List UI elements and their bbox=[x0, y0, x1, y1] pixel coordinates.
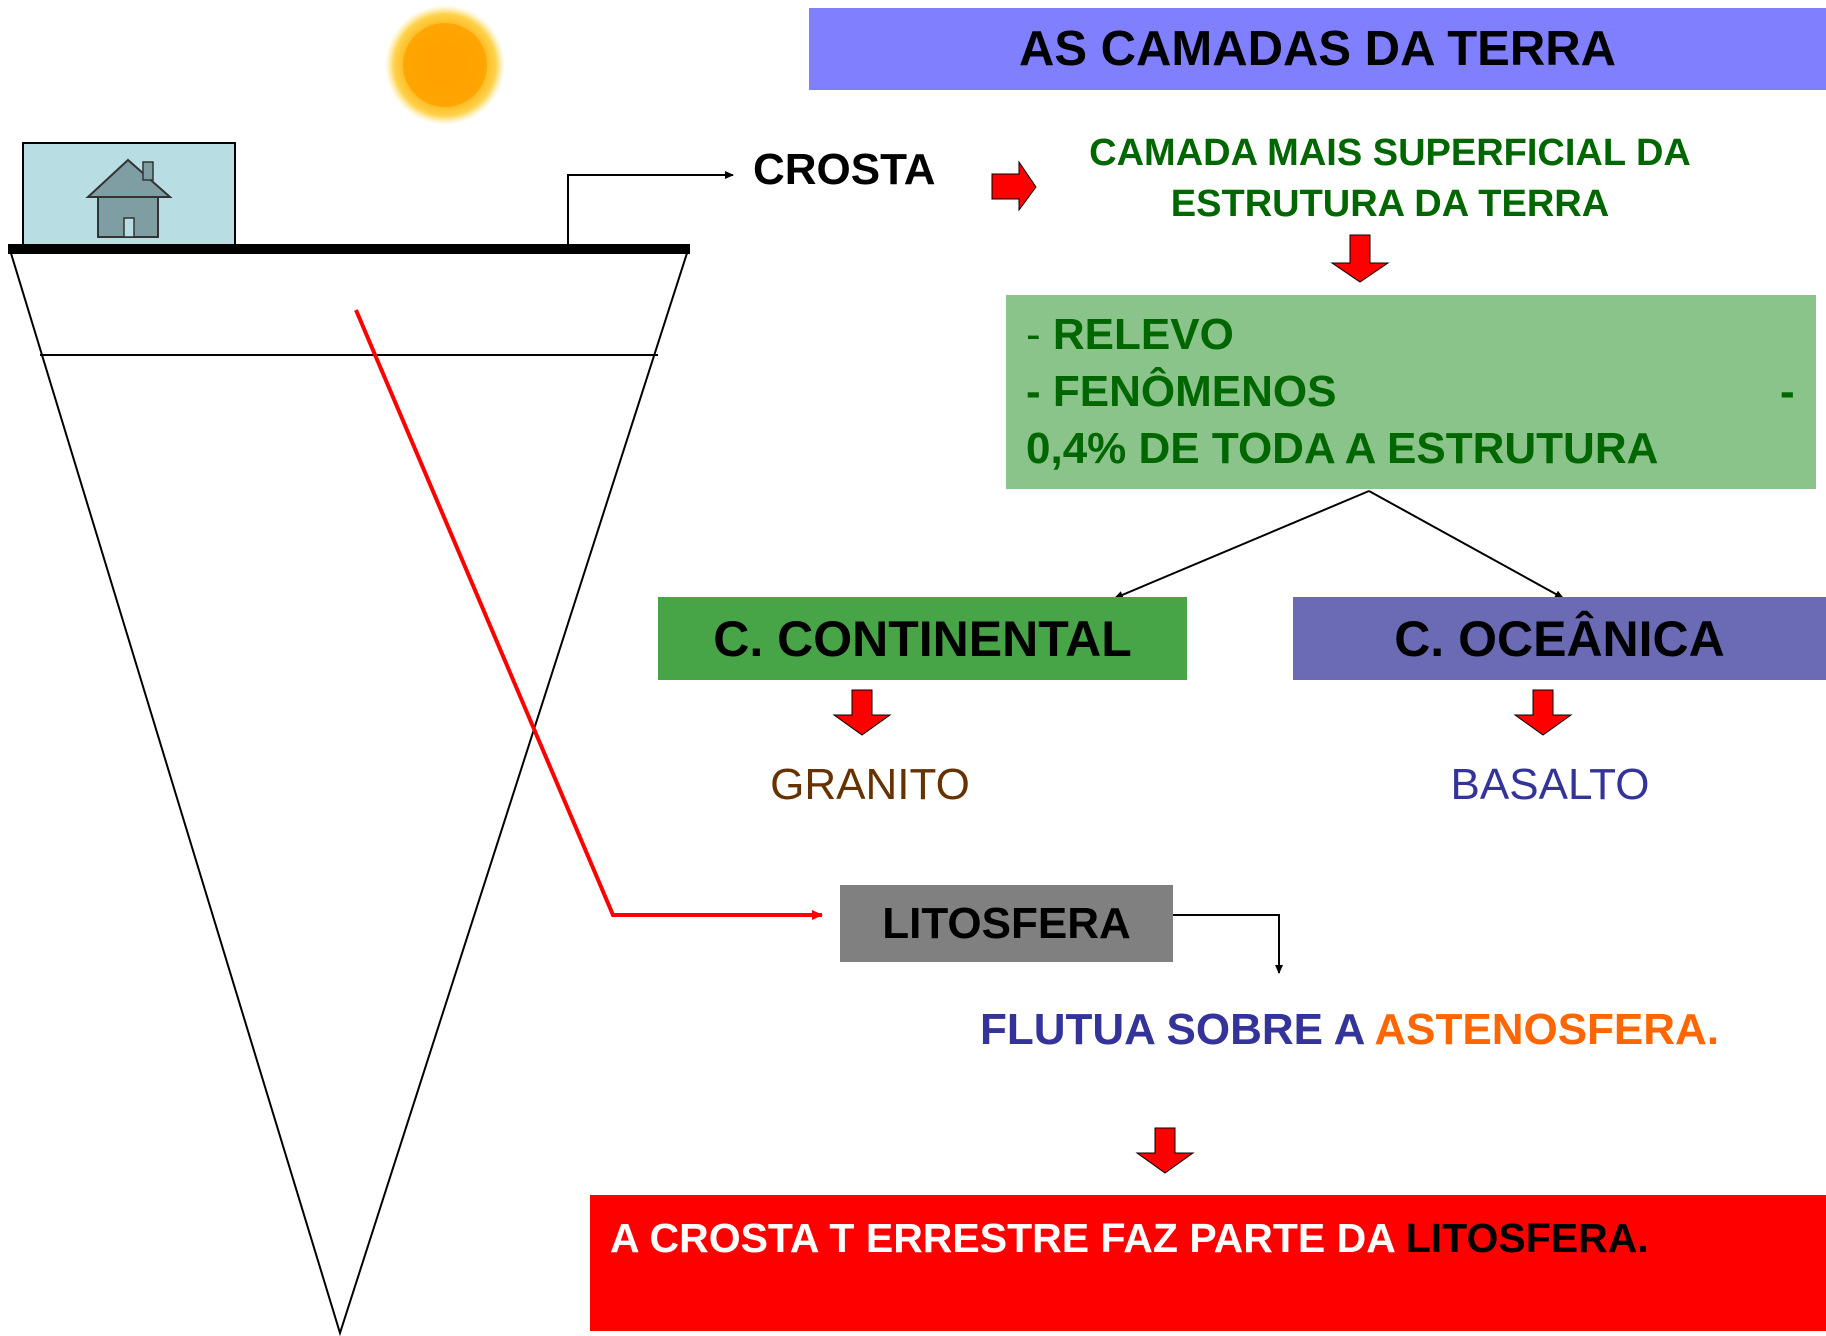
crosta-label: CROSTA bbox=[753, 145, 936, 194]
house-icon bbox=[22, 142, 236, 249]
feature-relevo-dash: - bbox=[1026, 310, 1041, 359]
crosta-description-line2: ESTRUTURA DA TERRA bbox=[1170, 183, 1610, 225]
flutua-text: FLUTUA SOBRE A ASTENOSFERA. bbox=[980, 1005, 1719, 1055]
oceanica-box: C. OCEÂNICA bbox=[1293, 597, 1826, 680]
conclusion-highlight: LITOSFERA. bbox=[1405, 1215, 1649, 1261]
red-block-arrow-icon bbox=[1513, 689, 1573, 736]
basalto-label: BASALTO bbox=[1450, 760, 1650, 809]
oceanica-label: C. OCEÂNICA bbox=[1394, 610, 1725, 667]
continental-label: C. CONTINENTAL bbox=[713, 610, 1132, 667]
conclusion-text: A CROSTA T ERRESTRE FAZ PARTE DA LITOSFE… bbox=[610, 1215, 1649, 1262]
flutua-prefix: FLUTUA SOBRE A bbox=[980, 1005, 1375, 1054]
litosfera-box: LITOSFERA bbox=[840, 885, 1173, 962]
red-block-arrow-icon bbox=[832, 689, 892, 736]
feature-relevo: - RELEVO bbox=[1026, 310, 1234, 360]
conclusion-prefix: A CROSTA T ERRESTRE FAZ PARTE DA bbox=[610, 1215, 1406, 1261]
astenosfera-highlight: ASTENOSFERA. bbox=[1374, 1005, 1720, 1054]
red-block-arrow-icon bbox=[1330, 234, 1390, 283]
title-banner: AS CAMADAS DA TERRA bbox=[809, 8, 1826, 90]
crosta-connector bbox=[567, 171, 734, 249]
red-block-arrow-icon bbox=[1135, 1127, 1195, 1174]
feature-fenomenos-dash: - bbox=[1780, 367, 1795, 416]
red-block-arrow-icon bbox=[991, 160, 1037, 212]
litosfera-label: LITOSFERA bbox=[882, 898, 1131, 948]
feature-fenomenos: - FENÔMENOS bbox=[1026, 367, 1337, 416]
oceanica-branch bbox=[1368, 490, 1564, 599]
feature-percentage: 0,4% DE TODA A ESTRUTURA bbox=[1026, 424, 1659, 473]
feature-relevo-text: RELEVO bbox=[1052, 310, 1234, 359]
litosfera-connector bbox=[354, 309, 823, 920]
continental-box: C. CONTINENTAL bbox=[658, 597, 1187, 680]
crosta-description-line1: CAMADA MAIS SUPERFICIAL DA bbox=[1089, 132, 1691, 174]
earth-cone bbox=[8, 244, 690, 1336]
conclusion-box: A CROSTA T ERRESTRE FAZ PARTE DA LITOSFE… bbox=[590, 1195, 1826, 1331]
flutua-connector bbox=[1173, 914, 1283, 974]
crosta-description: CAMADA MAIS SUPERFICIAL DA ESTRUTURA DA … bbox=[1040, 128, 1740, 230]
granito-label: GRANITO bbox=[770, 760, 970, 809]
page-title: AS CAMADAS DA TERRA bbox=[1018, 22, 1617, 76]
features-box: - RELEVO - FENÔMENOS - 0,4% DE TODA A ES… bbox=[1006, 295, 1816, 489]
sun-icon bbox=[385, 5, 505, 125]
continental-branch bbox=[1114, 490, 1370, 599]
